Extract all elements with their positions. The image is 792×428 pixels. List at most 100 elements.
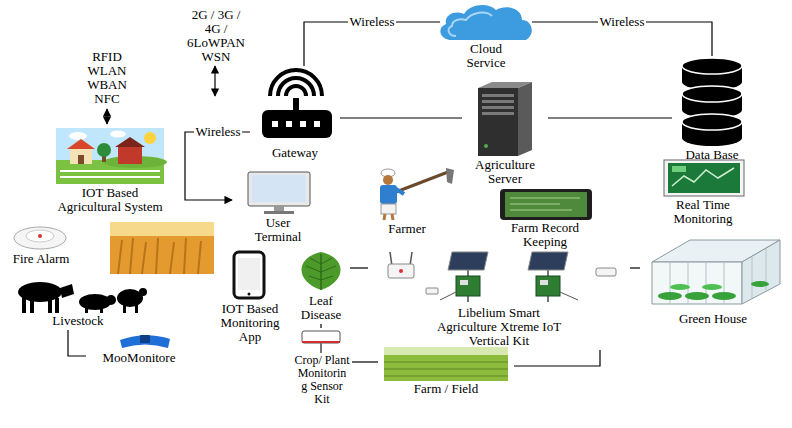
node-caption: Fire Alarm [8,252,74,266]
sensor-kit-devices [460,280,468,285]
farm-landscape-icon [118,146,142,164]
collar-sensor-icon [120,335,170,348]
monitoring-screen-icon [668,163,740,193]
sensor-kit-devices [448,252,488,270]
farmer-figure [384,214,385,220]
tablet-icon [510,198,580,199]
greenhouse-image [658,292,682,300]
livestock-silhouettes [123,304,126,313]
livestock-silhouettes [18,282,147,313]
database-icon [682,58,742,74]
node-caption: MooMonitore [89,351,189,365]
computer-monitor-icon [248,172,310,206]
double-arrow [214,66,215,96]
icon-node: MooMonitore [86,334,192,367]
node-caption: IOT Based Agricultural System [52,186,168,214]
server-icon [478,82,532,156]
node-caption: Leaf Disease [294,294,348,322]
farm-landscape-icon [56,128,164,184]
monitoring-screen-icon [664,160,744,196]
crop-sensor-icon [320,343,322,353]
router-icon [278,78,314,96]
node-caption: Cloud Service [461,42,511,70]
router-icon [262,110,332,138]
cloud-icon [440,5,531,40]
connector-line [548,117,672,118]
livestock-silhouettes [100,306,103,313]
icon-node: Farm / Field [378,346,514,398]
icon-node: Crop/ Plant Monitorin g Sensor Kit [292,328,352,408]
sensor-kit-devices [388,252,616,302]
greenhouse-image [685,292,709,300]
node-caption: Farm Record Keeping [495,221,595,249]
farm-landscape-icon [56,128,167,184]
sensor-kit-devices [440,292,456,300]
router-icon [314,121,320,127]
node-caption: IOT Based Monitoring App [215,302,285,344]
leaf-icon [306,258,336,280]
livestock-silhouettes [135,304,138,313]
smartphone-icon [234,252,264,298]
connector-line [68,330,86,356]
node-caption: Farmer [362,222,452,236]
icon-node: Cloud Service [440,2,532,72]
icon-node: Green House [640,234,786,328]
tablet-icon [500,189,592,220]
database-icon [682,58,742,146]
node-caption: Agriculture Server [470,158,540,186]
router-icon [286,121,292,127]
icon-node: IOT Based Monitoring App [212,250,288,346]
node-caption: User Terminal [249,216,307,244]
wheat-field-image [110,222,214,274]
computer-monitor-icon [274,206,284,211]
collar-sensor-icon [120,335,170,348]
livestock-silhouettes [79,294,111,310]
connector-line [320,324,321,328]
connector-line [630,267,640,268]
edge-label: Wireless [598,15,647,29]
node-caption: Libelium Smart Agriculture Xtreme IoT Ve… [432,306,566,348]
connector-line [340,117,462,118]
icon-node: Data Base [672,56,752,164]
farm-landscape-icon [110,131,126,138]
smartphone-icon [238,258,260,290]
crop-sensor-icon [302,341,340,343]
connector-line [350,267,368,268]
server-icon [518,82,532,156]
fire-alarm-icon [26,230,54,242]
sensor-kit-devices [426,288,438,294]
collar-sensor-icon [140,335,150,343]
computer-monitor-icon [248,172,310,214]
cloud-icon [440,5,531,40]
greenhouse-image [742,240,780,304]
connector-line [185,132,250,200]
wheat-field-image [110,222,214,236]
database-icon [682,86,742,102]
farmer-figure [383,175,393,185]
wheat-field-image [118,238,201,274]
fire-alarm-icon [14,227,66,249]
livestock-silhouettes [60,284,74,298]
protocol-label: RFID WLAN WBAN NFC [84,50,130,106]
sensor-kit-devices [536,276,560,296]
sensor-kit-devices [388,264,414,278]
livestock-silhouettes [30,298,34,313]
connector-line [514,350,600,366]
wheat-field-image [110,222,214,274]
sensor-kit-devices [560,292,578,300]
server-icon [482,106,514,109]
database-icon [682,114,742,130]
icon-node: User Terminal [232,170,324,246]
greenhouse-image [652,240,780,304]
icon-node: Fire Alarm [6,222,76,268]
icon-node: Leaf Disease [292,250,350,324]
greenhouse-image [702,284,722,290]
monitoring-screen-icon [664,160,744,196]
farmer-figure [396,172,448,192]
icon-node: IOT Based Agricultural System [50,126,170,216]
node-caption: Livestock [13,314,143,328]
farm-landscape-icon [144,132,156,144]
farm-landscape-icon [60,170,160,172]
sensor-kit-devices [528,252,568,270]
